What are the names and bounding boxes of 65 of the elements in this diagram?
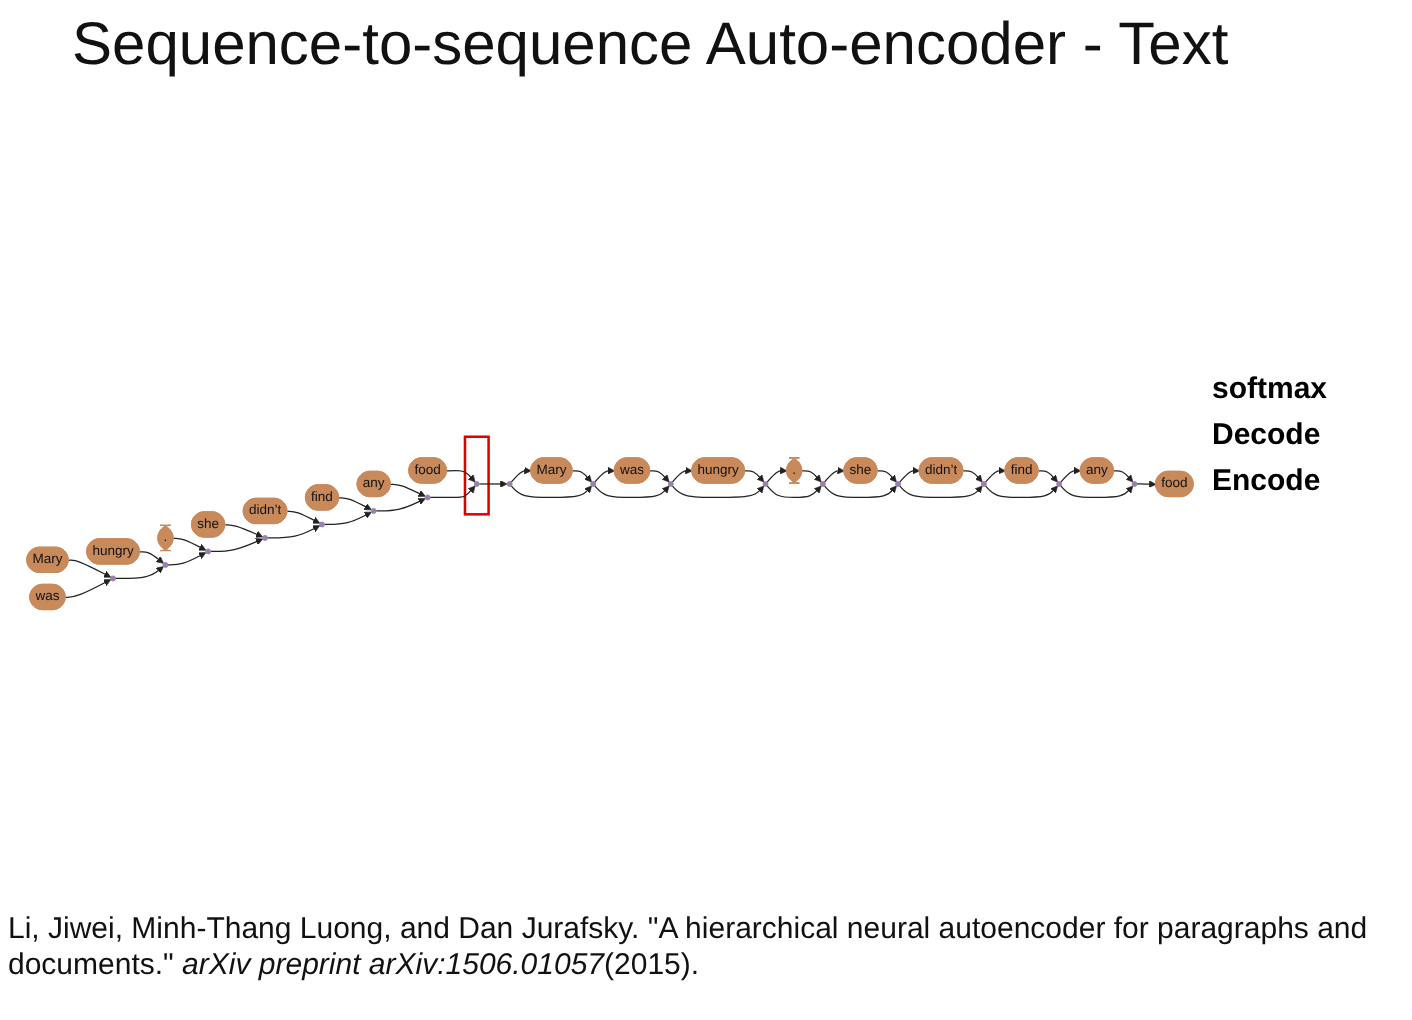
arrow	[375, 498, 426, 513]
arrow	[876, 470, 897, 484]
arrow	[1113, 470, 1134, 484]
arrow	[671, 486, 765, 499]
node-ellipse	[506, 481, 513, 488]
arrow	[801, 470, 822, 484]
arrow	[390, 484, 426, 498]
arrow	[984, 467, 1006, 484]
arrow	[429, 486, 476, 499]
node-ellipse	[370, 508, 377, 515]
side-label: Encode	[1212, 464, 1323, 498]
node-ellipse	[762, 481, 769, 488]
node-ellipse	[895, 481, 902, 488]
arrow	[594, 467, 616, 484]
arrow	[167, 553, 207, 567]
arrow	[899, 486, 983, 499]
arrow	[224, 524, 264, 539]
arrow	[266, 526, 321, 540]
arrow	[823, 467, 845, 484]
arrow	[744, 470, 765, 484]
arrow	[1136, 481, 1157, 489]
node-ellipse	[590, 481, 597, 488]
arrow	[446, 470, 476, 484]
arrow	[286, 511, 321, 525]
citation: Li, Jiwei, Minh-Thang Luong, and Dan Jurafsky. "A hierarchical neural autoencoder for paragraphs and documents." arXiv preprint arXiv:1506.01057(2015).	[8, 912, 1370, 984]
arrow	[64, 580, 112, 599]
arrow	[649, 470, 670, 484]
arrow	[338, 497, 372, 511]
node-ellipse	[110, 576, 116, 583]
arrow	[1060, 467, 1082, 484]
arrow	[172, 538, 207, 552]
arrow	[210, 539, 264, 553]
arrow	[114, 567, 164, 580]
node-ellipse	[205, 549, 212, 556]
node-ellipse	[473, 481, 480, 488]
arrow	[1037, 470, 1058, 484]
arrow	[478, 481, 508, 489]
node-ellipse	[424, 495, 431, 502]
arrow	[766, 467, 788, 484]
arrow	[571, 470, 592, 484]
node-ellipse	[319, 522, 325, 529]
arrow	[594, 486, 670, 499]
node-ellipse	[162, 562, 169, 569]
node-ellipse	[980, 481, 987, 488]
arrow	[67, 560, 112, 579]
arrow	[899, 467, 920, 484]
node-ellipse	[262, 535, 268, 542]
arrow	[139, 551, 164, 565]
arrow	[962, 470, 983, 484]
arrow	[1060, 486, 1134, 499]
title: Sequence-to-sequence Auto-encoder - Text	[72, 12, 1231, 80]
node-ellipse	[1056, 481, 1063, 488]
arrow	[510, 467, 532, 484]
side-label: softmax	[1212, 372, 1330, 406]
side-label: Decode	[1212, 418, 1323, 452]
arrow	[984, 486, 1058, 499]
arrow	[671, 467, 693, 484]
arrow	[823, 486, 897, 499]
arrow	[323, 512, 372, 526]
node-ellipse	[819, 481, 826, 488]
cluster	[463, 436, 490, 517]
node-ellipse	[1131, 481, 1138, 488]
arrow	[766, 486, 822, 499]
arrow	[510, 486, 592, 499]
node-ellipse	[667, 481, 674, 488]
